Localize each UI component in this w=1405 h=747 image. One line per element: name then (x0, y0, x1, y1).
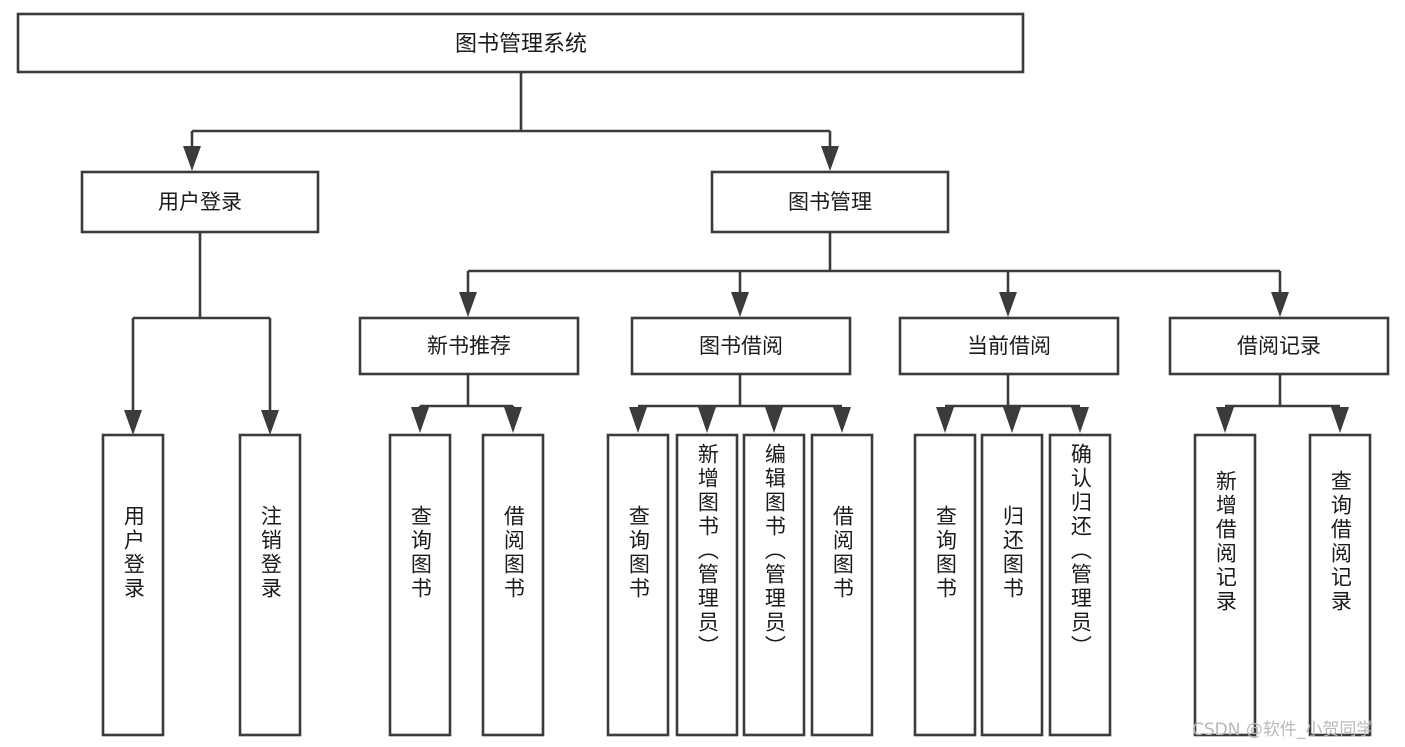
node-root-box[interactable] (16, 12, 1025, 74)
arrow-head-bm-record (1271, 292, 1289, 317)
arrow-head-borrow-leaf-4 (833, 407, 851, 433)
arrow-head-borrow-leaf-3 (765, 407, 783, 433)
leaf-box-add-book-admin[interactable] (675, 433, 739, 737)
leaf-box-query-book-current[interactable] (913, 433, 977, 737)
leaf-box-logout[interactable] (238, 433, 302, 737)
leaf-box-query-book-new[interactable] (388, 433, 452, 737)
node-book-borrow[interactable]: 图书借阅 (630, 316, 852, 376)
arrow-head-root-to-bookmgmt (821, 146, 839, 171)
leaf-box-query-borrow-record[interactable] (1308, 433, 1372, 737)
node-book-management-label: 图书管理 (788, 190, 872, 214)
leaf-box-borrow-book[interactable] (810, 433, 874, 737)
node-user-login[interactable]: 用户登录 (80, 170, 320, 234)
arrow-head-login-leaf-1 (124, 410, 142, 435)
node-current-borrow[interactable]: 当前借阅 (898, 316, 1120, 376)
node-user-login-label: 用户登录 (158, 190, 242, 214)
node-borrow-record-box[interactable] (1168, 316, 1390, 376)
arrow-head-current-leaf-3 (1071, 407, 1089, 433)
arrow-head-record-leaf-2 (1331, 407, 1349, 433)
arrow-head-bm-new (459, 292, 477, 317)
connector-group (124, 72, 1349, 435)
node-new-book-recommend[interactable]: 新书推荐 (358, 316, 580, 376)
leaf-box-edit-book-admin[interactable] (742, 433, 806, 737)
node-root[interactable]: 图书管理系统 (16, 12, 1025, 74)
leaf-box-query-book-borrow[interactable] (606, 433, 670, 737)
leaf-boxes-group (101, 433, 1372, 737)
node-borrow-record-label: 借阅记录 (1237, 334, 1321, 358)
arrow-head-bm-current (999, 292, 1017, 317)
node-new-book-recommend-label: 新书推荐 (427, 334, 511, 358)
arrow-head-current-leaf-1 (936, 407, 954, 433)
node-borrow-record[interactable]: 借阅记录 (1168, 316, 1390, 376)
arrow-head-bm-borrow (731, 292, 749, 317)
node-book-borrow-box[interactable] (630, 316, 852, 376)
node-current-borrow-box[interactable] (898, 316, 1120, 376)
arrow-head-new-leaf-2 (504, 407, 522, 433)
node-root-label: 图书管理系统 (455, 32, 587, 57)
arrow-head-borrow-leaf-1 (629, 407, 647, 433)
node-book-management-box[interactable] (710, 170, 950, 234)
arrow-head-new-leaf-1 (411, 407, 429, 433)
arrow-head-login-leaf-2 (261, 410, 279, 435)
arrow-head-record-leaf-1 (1216, 407, 1234, 433)
arrow-head-current-leaf-2 (1003, 407, 1021, 433)
node-book-borrow-label: 图书借阅 (699, 334, 783, 358)
node-user-login-box[interactable] (80, 170, 320, 234)
node-new-book-recommend-box[interactable] (358, 316, 580, 376)
arrow-head-root-to-login (183, 146, 201, 171)
leaf-box-user-login[interactable] (101, 433, 165, 737)
leaf-box-add-borrow-record[interactable] (1193, 433, 1257, 737)
node-current-borrow-label: 当前借阅 (967, 334, 1051, 358)
arrow-head-borrow-leaf-2 (698, 407, 716, 433)
leaf-box-confirm-return-admin[interactable] (1048, 433, 1112, 737)
node-book-management[interactable]: 图书管理 (710, 170, 950, 234)
leaf-box-borrow-book-new[interactable] (481, 433, 545, 737)
leaf-box-return-book[interactable] (980, 433, 1044, 737)
